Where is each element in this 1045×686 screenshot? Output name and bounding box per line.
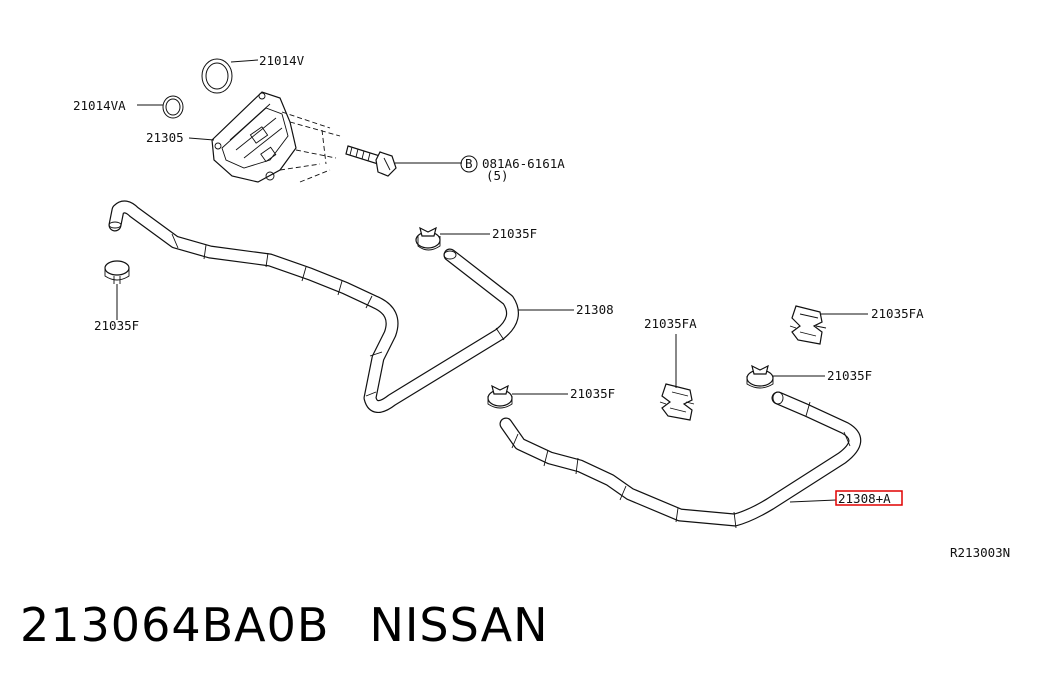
label-clamp-top: 21035F (492, 226, 537, 241)
label-oring-large: 21014V (259, 53, 305, 68)
hose-upper (108, 200, 519, 413)
clip-center (659, 383, 695, 421)
footer: 213064BA0B NISSAN (20, 598, 589, 652)
label-bolt-qty: (5) (486, 168, 509, 183)
drawing-code: R213003N (950, 545, 1010, 560)
oring-large (201, 58, 233, 94)
label-clip-right: 21035FA (871, 306, 924, 321)
brand: NISSAN (369, 598, 549, 652)
label-bolt-marker: B (465, 156, 473, 171)
label-clamp-mid: 21035F (570, 386, 615, 401)
part-number: 213064BA0B (20, 598, 330, 652)
clamp-mid (487, 384, 513, 409)
label-clamp-left: 21035F (94, 318, 139, 333)
label-cooler: 21305 (146, 130, 184, 145)
bolt-marker-circle (460, 155, 478, 173)
label-hose-lower[interactable]: 21308+A (838, 491, 891, 506)
clip-right (789, 305, 827, 345)
label-oring-small: 21014VA (73, 98, 126, 113)
clamp-left (104, 260, 130, 284)
highlighted-callout[interactable]: 21308+A (835, 490, 903, 506)
bolt (345, 145, 397, 177)
hose-lower (499, 391, 862, 529)
leader-lines (116, 59, 868, 503)
clamp-top (415, 226, 441, 251)
label-bolt-ref: 081A6-6161A (482, 156, 565, 171)
clamp-right (746, 364, 774, 389)
label-clip-center: 21035FA (644, 316, 697, 331)
oring-small (162, 95, 184, 119)
label-hose-upper: 21308 (576, 302, 614, 317)
oil-cooler (211, 91, 341, 183)
label-clamp-right: 21035F (827, 368, 872, 383)
